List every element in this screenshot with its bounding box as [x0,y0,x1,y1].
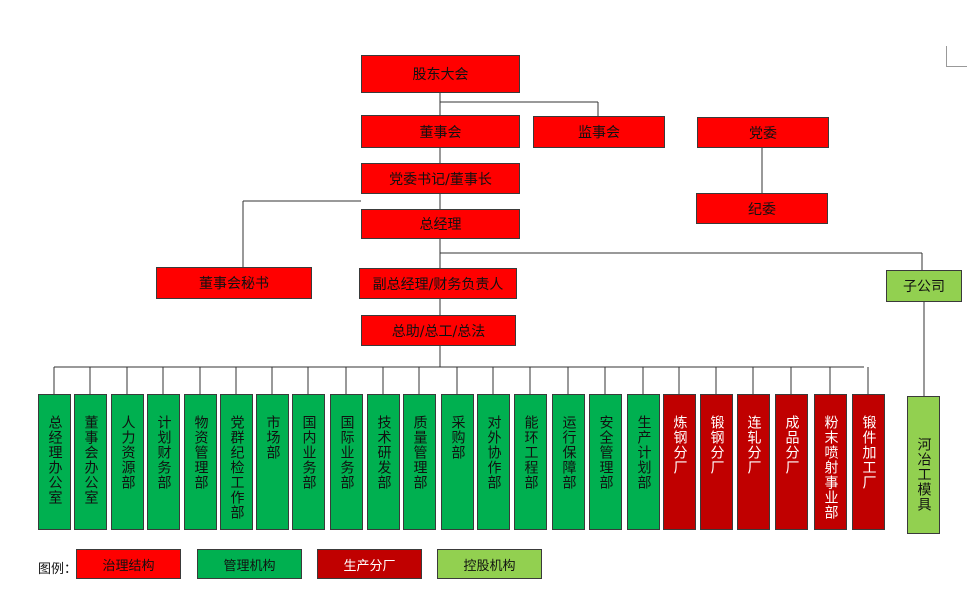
department-box: 锻件加工厂 [852,394,885,530]
department-label: 成品分厂 [783,415,800,475]
department-box: 粉末喷射事业部 [814,394,847,530]
subsidiary-child-label: 河冶工模具 [915,437,932,512]
department-box: 安全管理部 [589,394,622,530]
department-box: 锻钢分厂 [700,394,733,530]
node-party-committee: 党委 [697,117,829,148]
department-label: 总经理办公室 [46,415,63,505]
department-box: 生产计划部 [627,394,660,530]
node-supervisory: 监事会 [533,116,665,148]
department-box: 总经理办公室 [38,394,71,530]
department-label: 粉末喷射事业部 [822,415,839,520]
legend-item: 控股机构 [437,549,542,579]
node-discipline: 纪委 [696,193,828,224]
department-box: 国际业务部 [330,394,363,530]
legend-item: 管理机构 [197,549,302,579]
department-label: 对外协作部 [485,415,502,490]
node-board: 董事会 [361,115,520,148]
legend-item: 治理结构 [76,549,181,579]
department-label: 采购部 [449,415,466,460]
department-box: 运行保障部 [552,394,585,530]
department-box: 能环工程部 [514,394,547,530]
node-general-manager: 总经理 [361,209,520,239]
legend-title: 图例： [38,562,78,577]
department-label: 运行保障部 [560,415,577,490]
department-label: 计划财务部 [155,415,172,490]
department-box: 市场部 [256,394,289,530]
department-label: 董事会办公室 [82,415,99,505]
department-box: 对外协作部 [477,394,510,530]
department-label: 炼钢分厂 [671,415,688,475]
department-label: 国际业务部 [338,415,355,490]
node-subsidiary-child: 河冶工模具 [907,396,940,534]
department-box: 董事会办公室 [74,394,107,530]
department-label: 锻件加工厂 [860,415,877,490]
department-label: 连轧分厂 [745,415,762,475]
department-box: 计划财务部 [147,394,180,530]
node-board-secretary: 董事会秘书 [156,267,312,299]
node-deputy-gm: 副总经理/财务负责人 [359,268,517,299]
department-label: 物资管理部 [192,415,209,490]
node-shareholders: 股东大会 [361,55,520,93]
department-label: 安全管理部 [597,415,614,490]
department-box: 技术研发部 [367,394,400,530]
department-label: 能环工程部 [522,415,539,490]
node-assistants: 总助/总工/总法 [361,315,516,346]
node-secretary-chairman: 党委书记/董事长 [361,163,520,194]
department-box: 国内业务部 [292,394,325,530]
legend-item: 生产分厂 [317,549,422,579]
department-label: 人力资源部 [119,415,136,490]
department-box: 采购部 [441,394,474,530]
department-box: 党群纪检工作部 [220,394,253,530]
department-box: 质量管理部 [403,394,436,530]
department-box: 成品分厂 [775,394,808,530]
page-corner-mark [946,46,967,67]
department-label: 国内业务部 [300,415,317,490]
department-box: 炼钢分厂 [663,394,696,530]
department-label: 生产计划部 [635,415,652,490]
department-box: 物资管理部 [184,394,217,530]
department-label: 质量管理部 [411,415,428,490]
department-label: 技术研发部 [375,415,392,490]
department-label: 锻钢分厂 [708,415,725,475]
department-label: 党群纪检工作部 [228,415,245,520]
node-subsidiary: 子公司 [886,270,962,302]
department-box: 连轧分厂 [737,394,770,530]
department-label: 市场部 [264,415,281,460]
department-box: 人力资源部 [111,394,144,530]
